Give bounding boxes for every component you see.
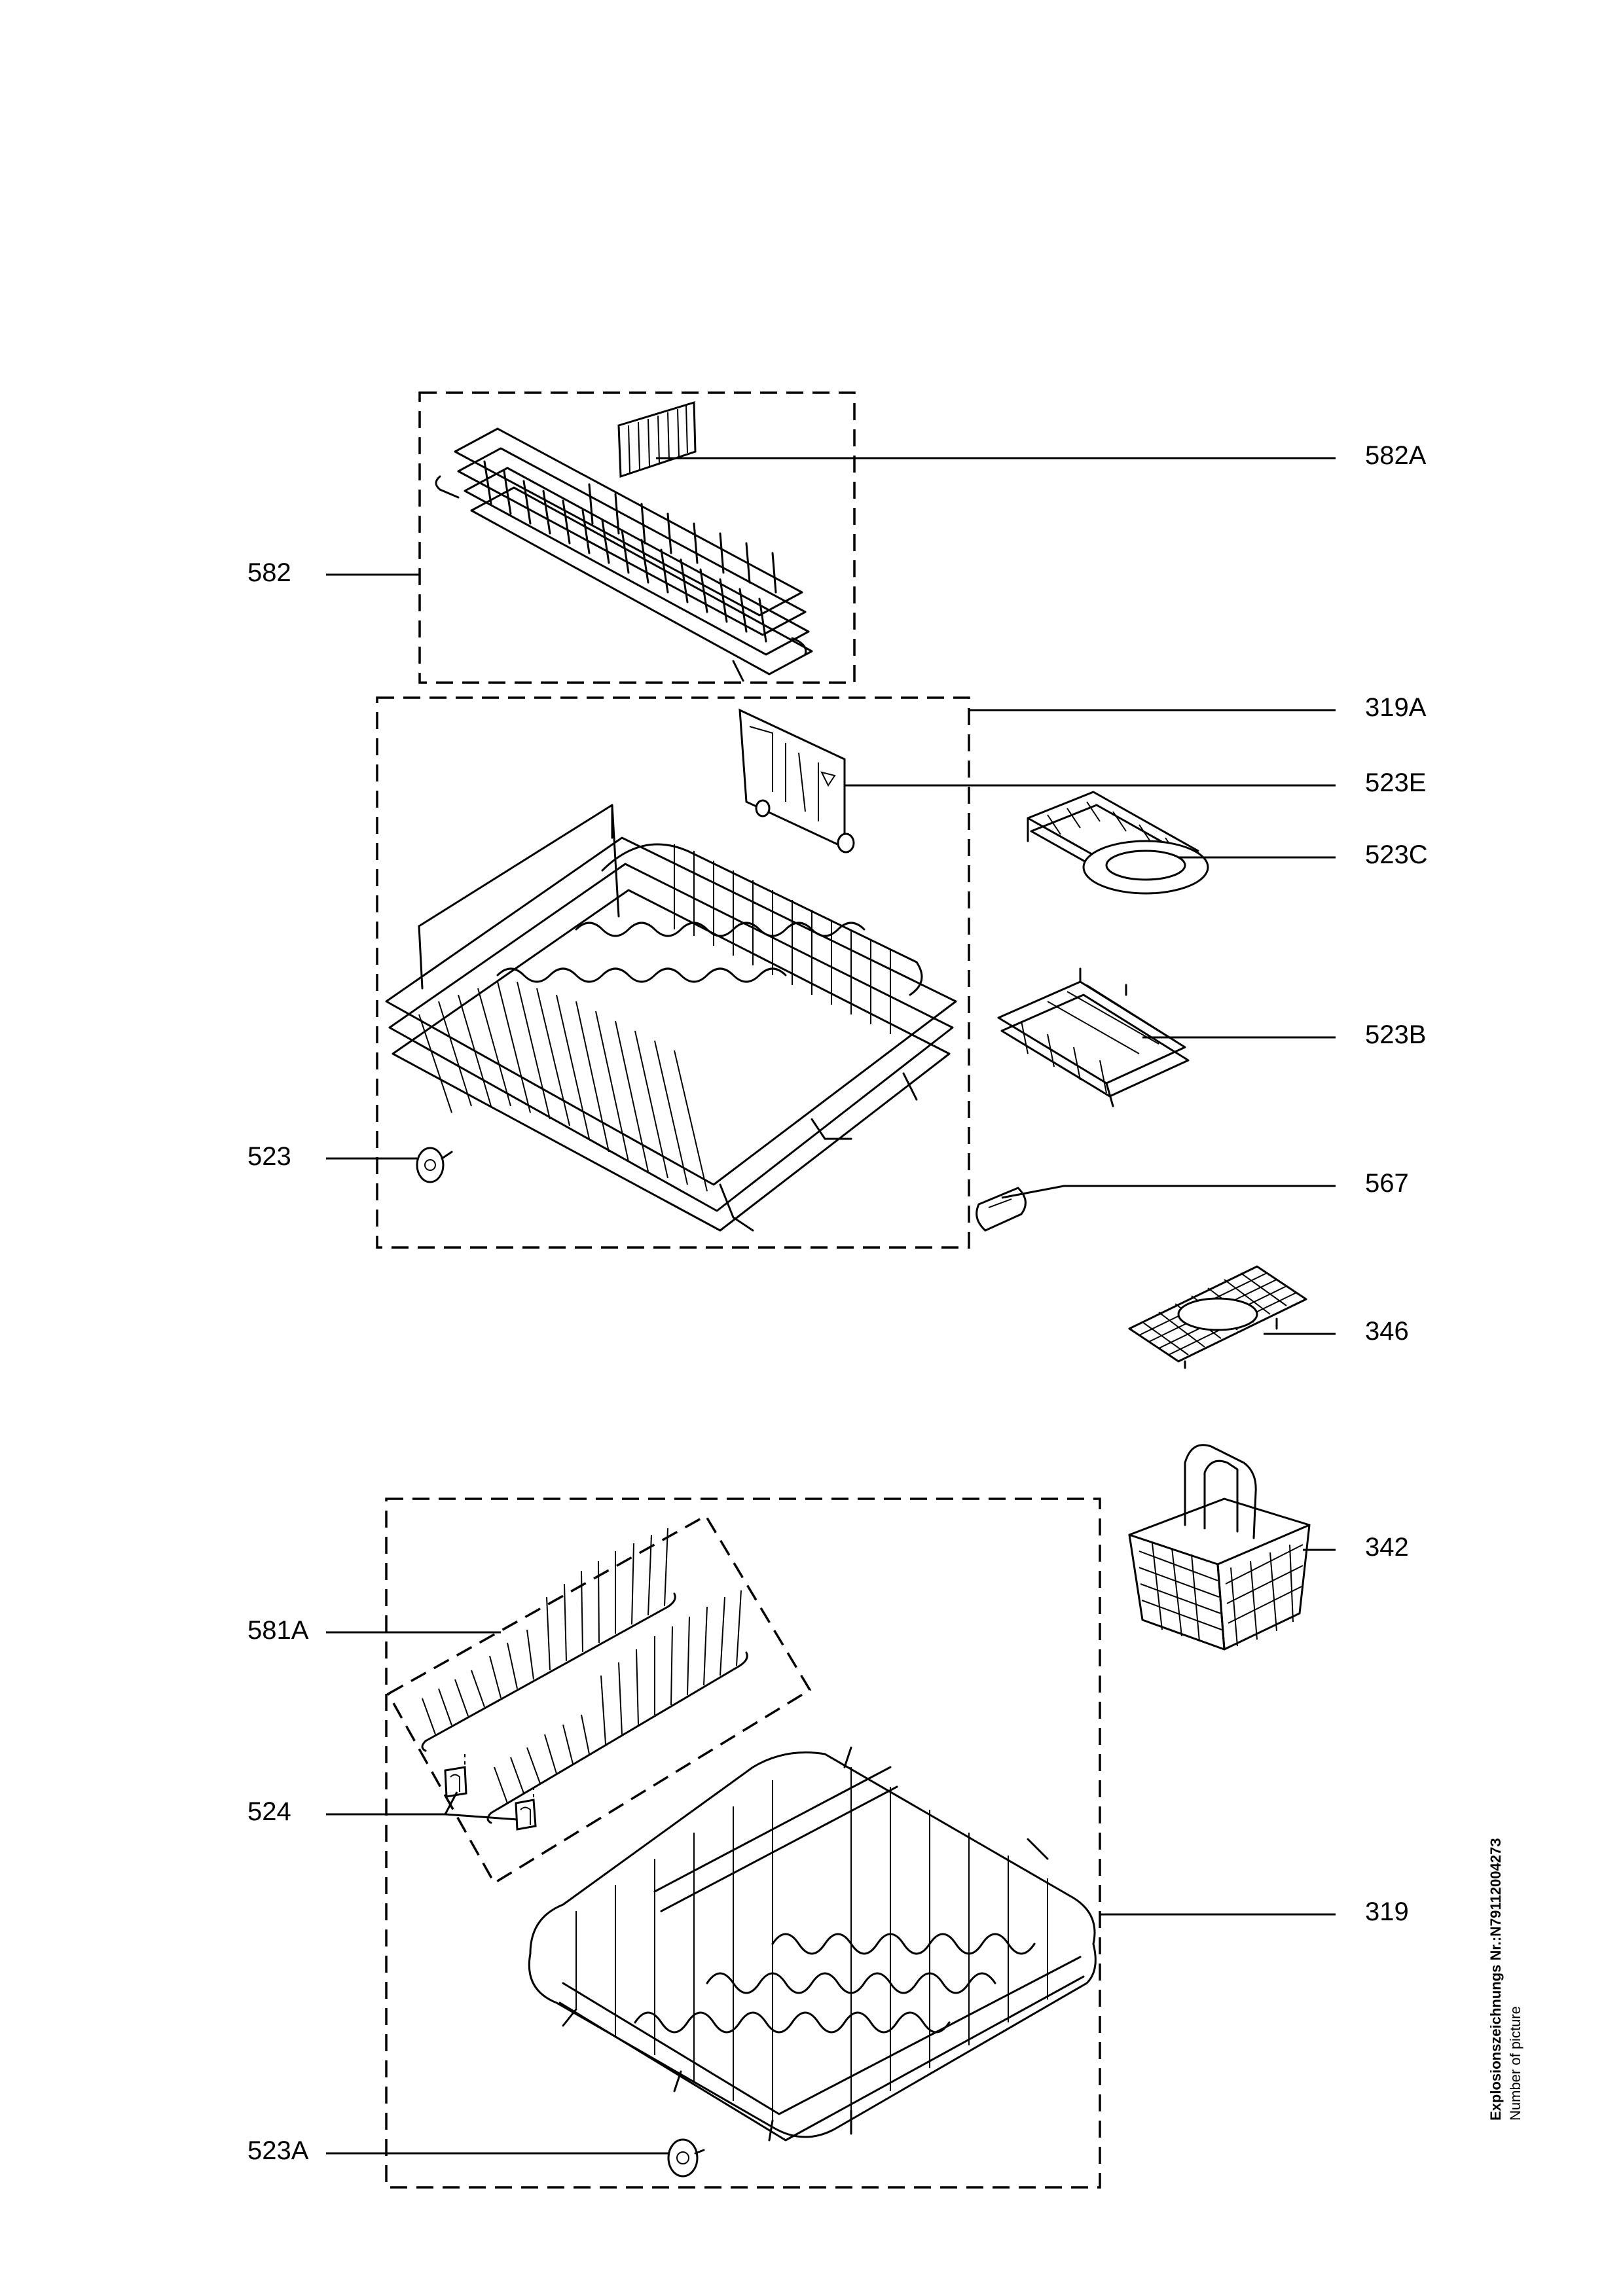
group-box-319A bbox=[376, 696, 970, 1249]
part-524-clips bbox=[444, 1754, 537, 1831]
label-523E: 523E bbox=[1365, 768, 1426, 797]
picture-number-title: Explosionszeichnungs Nr.:N7911200427З bbox=[1487, 1838, 1504, 2121]
group-box-581A bbox=[386, 1514, 812, 1885]
label-523B: 523B bbox=[1365, 1020, 1426, 1049]
label-319: 319 bbox=[1365, 1897, 1409, 1926]
part-523B-cup-shelf bbox=[997, 967, 1190, 1107]
label-319A: 319A bbox=[1365, 693, 1427, 722]
part-319-lower-basket bbox=[528, 1746, 1097, 2142]
part-319A-upper-basket bbox=[385, 804, 957, 1232]
part-523E-flap bbox=[739, 708, 855, 853]
part-523C-cup-shelf bbox=[1027, 791, 1209, 895]
group-box-319 bbox=[385, 1498, 1101, 2189]
label-523A: 523A bbox=[247, 2136, 309, 2165]
label-581A: 581A bbox=[247, 1616, 309, 1645]
part-581A-folding-tines bbox=[421, 1528, 748, 1824]
label-582: 582 bbox=[247, 558, 291, 587]
part-523-wheel bbox=[416, 1147, 453, 1183]
label-567: 567 bbox=[1365, 1169, 1409, 1198]
part-523A-wheel bbox=[667, 2138, 705, 2178]
part-582A-divider bbox=[617, 401, 697, 478]
label-523C: 523C bbox=[1365, 840, 1428, 869]
part-346-grid-insert bbox=[1128, 1265, 1307, 1369]
part-582-cutlery-tray bbox=[435, 427, 813, 682]
leader-lines bbox=[326, 457, 1336, 2155]
label-346: 346 bbox=[1365, 1317, 1409, 1346]
label-342: 342 bbox=[1365, 1533, 1409, 1562]
label-582A: 582A bbox=[1365, 441, 1427, 470]
part-342-cutlery-basket bbox=[1128, 1444, 1311, 1651]
picture-number-subtitle: Number of picture bbox=[1507, 2006, 1523, 2121]
picture-number-block: Explosionszeichnungs Nr.:N7911200427З Nu… bbox=[1487, 1838, 1523, 2121]
label-523: 523 bbox=[247, 1142, 291, 1171]
group-box-582 bbox=[418, 391, 856, 684]
label-524: 524 bbox=[247, 1797, 291, 1826]
